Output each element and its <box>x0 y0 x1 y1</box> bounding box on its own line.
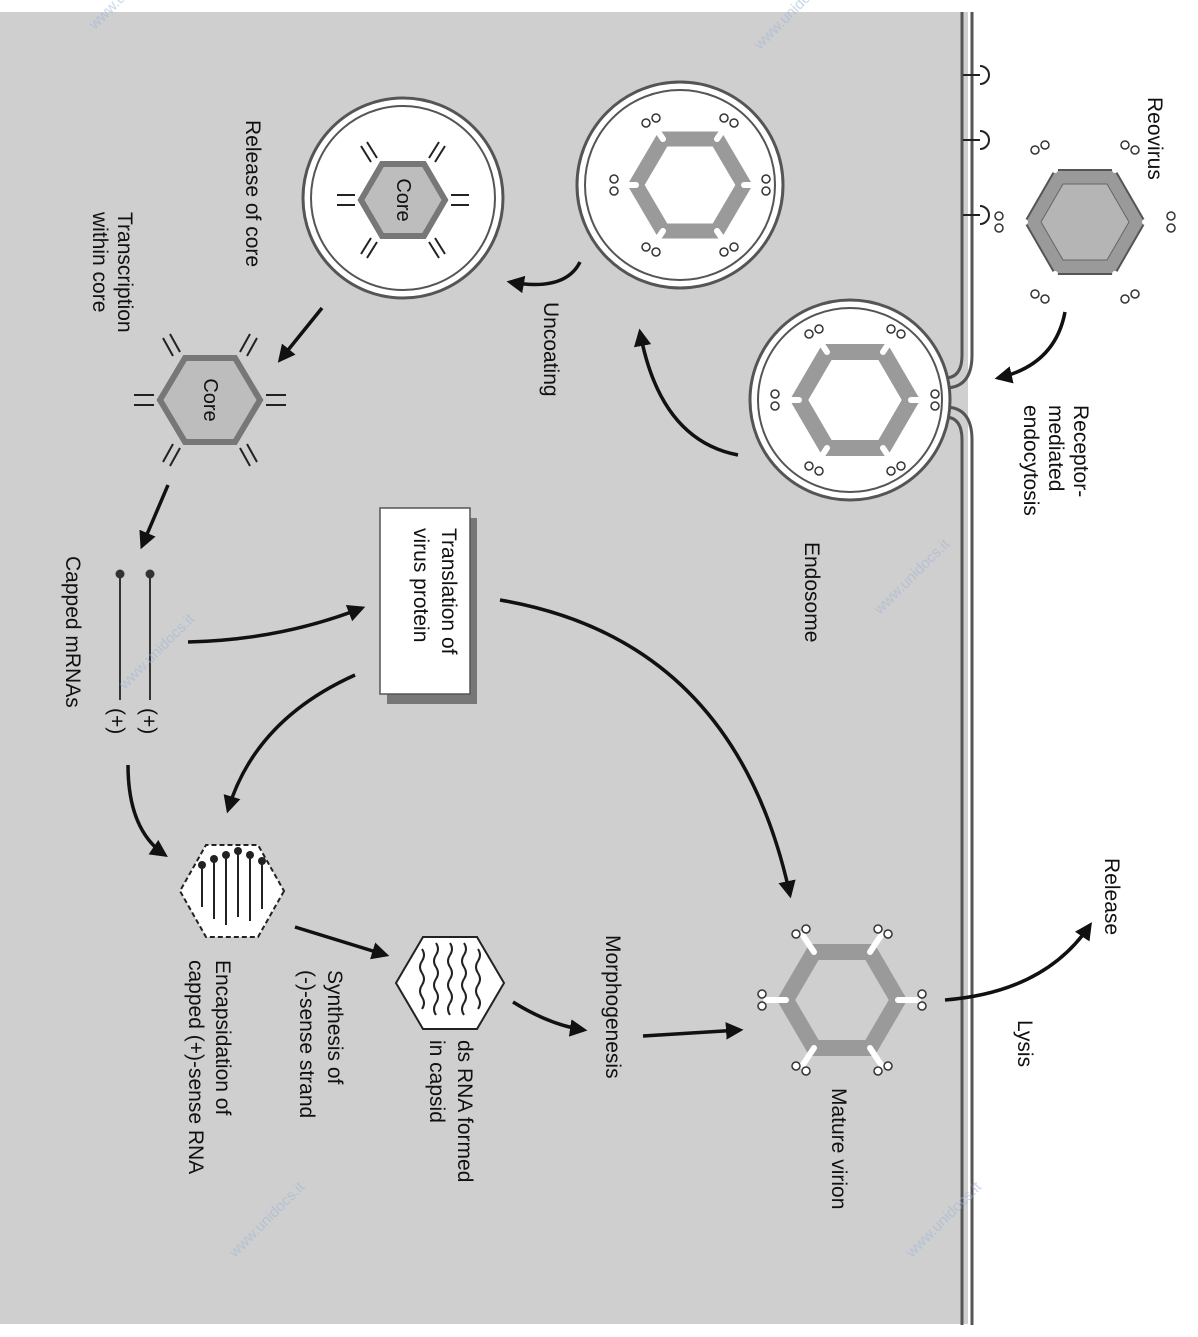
label-capped-mrnas: Capped mRNAs <box>61 556 84 708</box>
label-plus-1: (+) <box>137 708 160 734</box>
label-synthesis-line-1: Synthesis of <box>323 970 346 1085</box>
arrow-uncoating-to-core-release <box>506 261 582 294</box>
arrow-to-endocytosis <box>994 311 1067 384</box>
label-encapsidation-line-1: Encapsidation of <box>211 960 234 1115</box>
arrow-lysis-release <box>944 922 1092 1002</box>
label-dsrna-line-1: ds RNA formed <box>453 1040 476 1182</box>
endosome <box>748 298 952 502</box>
endosome-virion <box>770 324 940 476</box>
membrane-receptors <box>963 65 990 225</box>
arrow-encapsidation-to-dsrna <box>294 925 390 960</box>
dsrna-capsid <box>394 936 506 1030</box>
uncoating-virion <box>609 113 771 257</box>
encapsidation-particle <box>178 844 286 938</box>
mature-virion <box>757 924 927 1076</box>
label-transcription-line-1: Transcription <box>113 212 136 333</box>
label-lysis: Lysis <box>1013 1020 1036 1067</box>
arrow-core-to-mrnas <box>139 484 170 550</box>
label-receptor-line-3: endocytosis <box>1019 405 1042 516</box>
label-reovirus: Reovirus <box>1143 97 1166 180</box>
label-mature-virion: Mature virion <box>827 1088 850 1209</box>
label-dsrna-line-2: in capsid <box>425 1040 448 1123</box>
uncoating-vesicle <box>575 80 785 290</box>
arrow-core-release-to-core <box>277 306 324 363</box>
label-translation-line-2: virus protein <box>409 528 432 642</box>
label-receptor-line-2: mediated <box>1044 405 1067 491</box>
arrow-mrnas-to-translation <box>187 604 366 644</box>
arrow-endosome-to-uncoating <box>633 328 739 457</box>
label-transcription-line-2: within core <box>88 211 111 312</box>
arrow-mrnas-to-encapsidation <box>126 764 168 857</box>
label-release: Release <box>1100 858 1123 935</box>
core-free <box>134 333 286 467</box>
translation-box <box>379 507 477 704</box>
label-release-of-core: Release of core <box>241 120 264 267</box>
reovirus-particle <box>994 140 1176 304</box>
label-encapsidation-line-2: capped (+)-sense RNA <box>184 960 207 1174</box>
label-endosome: Endosome <box>800 542 823 642</box>
label-synthesis-line-2: (-)-sense strand <box>295 970 318 1118</box>
label-translation-line-1: Translation of <box>437 528 460 655</box>
label-plus-2: (+) <box>105 708 128 734</box>
capped-mrnas <box>115 569 155 700</box>
core-label-vesicle: Core <box>392 178 414 221</box>
label-uncoating: Uncoating <box>539 302 562 397</box>
arrow-morphogenesis-to-mature <box>642 1022 744 1040</box>
arrow-dsrna-to-morphogenesis <box>512 1000 588 1037</box>
label-morphogenesis: Morphogenesis <box>601 935 624 1079</box>
core-label-free: Core <box>199 378 221 421</box>
arrow-translation-to-mature <box>499 598 796 899</box>
core-in-vesicle <box>337 141 469 259</box>
arrow-translation-to-encapsidation <box>223 673 356 814</box>
label-receptor-line-1: Receptor- <box>1069 405 1092 497</box>
